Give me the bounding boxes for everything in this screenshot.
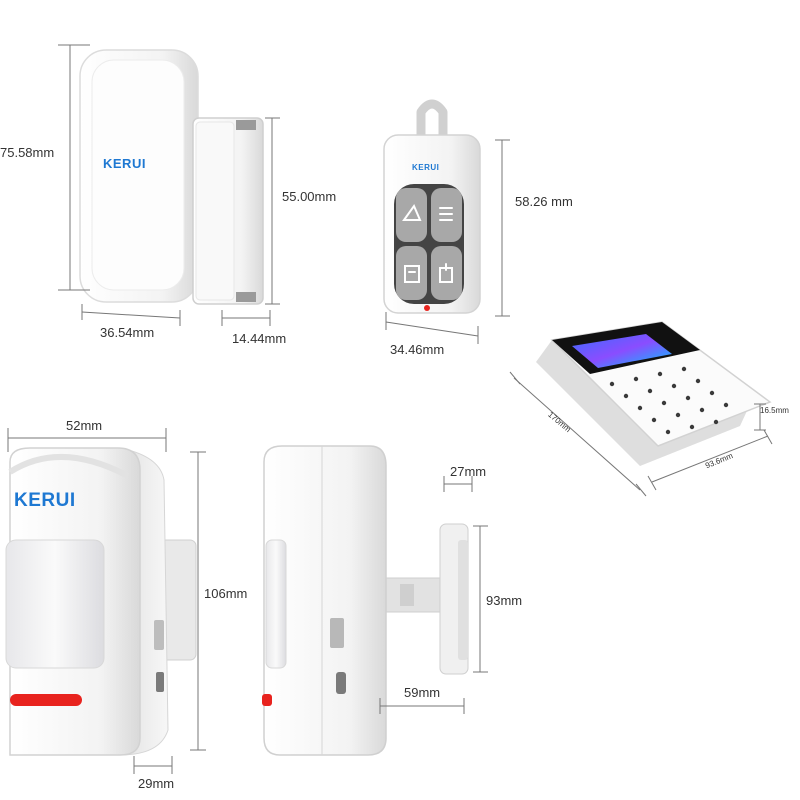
door-sensor-width-label: 36.54mm — [100, 325, 155, 340]
arm-icon — [402, 203, 422, 221]
pir-side-body — [263, 445, 387, 756]
remote-logo: KERUI — [412, 163, 440, 172]
remote-button-arm — [396, 188, 427, 242]
pir-front-dimension-lines — [7, 428, 206, 774]
door-sensor-height-label: 75.58mm — [0, 145, 55, 160]
disarm-icon — [439, 207, 453, 221]
home-icon — [404, 265, 420, 283]
keypad — [536, 321, 772, 466]
bracket-width-label: 27mm — [450, 464, 487, 479]
pir-height-label: 106mm — [204, 586, 248, 601]
pir-lens — [5, 539, 105, 669]
pir-sensor-side — [262, 445, 469, 756]
door-sensor-dimension-lines — [58, 44, 280, 326]
remote-led — [424, 305, 430, 311]
magnet-width-label: 14.44mm — [232, 331, 287, 346]
keypad-screen — [572, 334, 672, 368]
remote-width-label: 34.46mm — [390, 342, 445, 357]
keypad-keys — [609, 366, 729, 435]
pir-width-label: 52mm — [66, 418, 103, 433]
bracket-depth-label: 59mm — [404, 685, 441, 700]
sos-icon — [439, 263, 453, 283]
door-sensor-logo: KERUI — [103, 156, 146, 171]
keypad-dimension-lines — [509, 371, 773, 497]
remote-height-label: 58.26 mm — [515, 194, 573, 209]
bracket-height-label: 93mm — [486, 593, 523, 608]
remote-dimension-lines — [385, 139, 510, 344]
pir-sensor-front — [5, 447, 197, 756]
keypad-thickness-label: 16.5mm — [760, 406, 789, 415]
magnet-height-label: 55.00mm — [282, 189, 337, 204]
pir-sensor-logo: KERUI — [14, 490, 76, 511]
pir-side-dimension-lines — [379, 476, 488, 714]
remote-control — [383, 99, 481, 314]
pir-led-strip — [10, 694, 82, 706]
remote-button-sos — [431, 246, 462, 300]
pir-depth-label: 29mm — [138, 776, 175, 791]
door-sensor — [79, 49, 264, 305]
